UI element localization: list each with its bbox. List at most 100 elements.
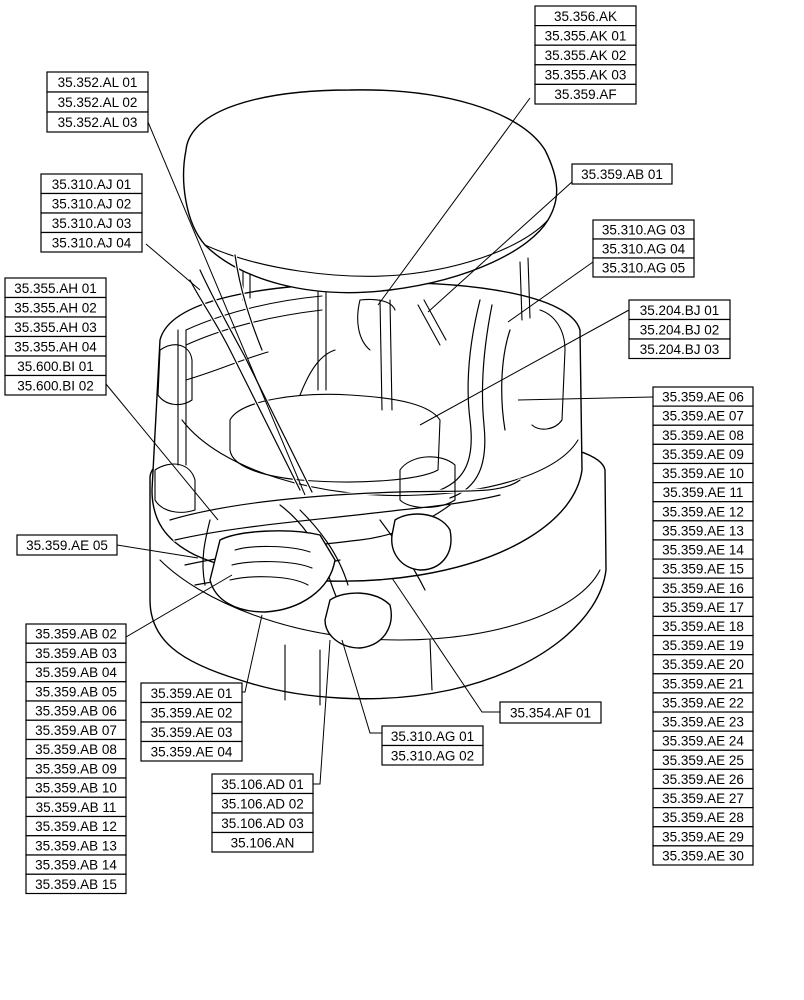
callout-cell[interactable]: 35.204.BJ 02 [628,318,731,340]
callout-cell[interactable]: 35.355.AK 02 [534,44,637,66]
callout-label: 35.359.AE 24 [662,734,744,749]
callout-label: 35.359.AE 26 [662,772,744,787]
callout-cell[interactable]: 35.359.AE 14 [652,539,754,560]
callout-cell-border [25,873,127,895]
callout-cell[interactable]: 35.106.AD 01 [211,773,314,795]
callout-label: 35.359.AE 17 [662,600,744,615]
callout-label: 35.359.AB 12 [35,819,117,834]
callout-cell[interactable]: 35.359.AB 05 [25,681,127,702]
callout-cell[interactable]: 35.359.AB 12 [25,815,127,837]
callout-cell[interactable]: 35.359.AB 13 [25,835,127,856]
callout-cell[interactable]: 35.359.AF [534,83,637,105]
callout-label: 35.359.AB 04 [35,665,117,680]
callout-label: 35.600.BI 02 [17,378,94,393]
callout-cell[interactable]: 35.359.AE 17 [652,596,754,618]
callout-cell-border [4,374,107,396]
callout-label: 35.359.AB 13 [35,838,117,853]
callout-cell-border [499,701,602,724]
callout-cell[interactable]: 35.359.AE 21 [652,673,754,694]
callout-cell[interactable]: 35.355.AH 04 [4,335,107,357]
callout-cell[interactable]: 35.355.AK 01 [534,25,637,46]
callout-cell[interactable]: 35.359.AE 08 [652,424,754,445]
callout-cell[interactable]: 35.359.AE 27 [652,787,754,809]
callout-cell[interactable]: 35.354.AF 01 [499,701,602,724]
callout-cell[interactable]: 35.356.AK [534,5,637,27]
callout-cell[interactable]: 35.359.AE 20 [652,654,754,675]
callout-cell[interactable]: 35.359.AE 28 [652,807,754,828]
callout-cell[interactable]: 35.359.AB 06 [25,700,127,721]
callout-cell[interactable]: 35.359.AE 23 [652,711,754,732]
callout-cell[interactable]: 35.106.AD 03 [211,812,314,834]
callout-cell[interactable]: 35.310.AG 02 [381,744,484,766]
callout-cell[interactable]: 35.359.AE 13 [652,520,754,541]
callout-label: 35.359.AE 21 [662,676,744,691]
callout-cell[interactable]: 35.355.AH 03 [4,316,107,338]
callout-cell[interactable]: 35.359.AE 09 [652,443,754,465]
callout-cell[interactable]: 35.310.AJ 01 [40,173,143,195]
callout-cell[interactable]: 35.359.AE 10 [652,462,754,484]
callout-cell[interactable]: 35.359.AB 14 [25,854,127,875]
callout-cell[interactable]: 35.106.AN [211,831,314,853]
callout-cell[interactable]: 35.359.AB 09 [25,758,127,779]
callout-cell[interactable]: 35.310.AJ 03 [40,212,143,234]
callout-label: 35.355.AK 01 [545,28,627,43]
callout-cell[interactable]: 35.600.BI 01 [4,355,107,377]
callout-cell[interactable]: 35.359.AE 26 [652,768,754,790]
callout-cell[interactable]: 35.359.AE 30 [652,845,754,866]
callout-cell[interactable]: 35.355.AH 01 [4,277,107,299]
callout-cell[interactable]: 35.359.AB 15 [25,873,127,895]
callout-cell[interactable]: 35.359.AE 29 [652,826,754,847]
callout-cell[interactable]: 35.359.AE 01 [140,682,243,704]
callout-cell[interactable]: 35.359.AE 04 [140,740,243,762]
motor [391,513,452,571]
callout-label: 35.359.AE 13 [662,523,744,538]
callout-cell[interactable]: 35.359.AE 16 [652,577,754,598]
callout-label: 35.359.AE 09 [662,447,744,462]
callout-cell[interactable]: 35.352.AL 01 [46,71,149,93]
callout-cell[interactable]: 35.600.BI 02 [4,374,107,396]
callout-label: 35.359.AB 01 [581,167,663,182]
callout-cell[interactable]: 35.359.AE 05 [16,534,118,556]
callout-cell[interactable]: 35.359.AB 11 [25,796,127,818]
callout-label: 35.359.AB 05 [35,684,117,699]
callout-label: 35.359.AE 15 [662,562,744,577]
callout-cell[interactable]: 35.359.AE 18 [652,615,754,637]
callout-label: 35.355.AH 02 [14,300,97,315]
callout-cell[interactable]: 35.359.AE 07 [652,405,754,426]
callout-label: 35.310.AJ 04 [52,235,132,250]
callout-cell[interactable]: 35.359.AE 22 [652,692,754,713]
callout-cell[interactable]: 35.359.AE 03 [140,721,243,743]
callout-label: 35.359.AE 19 [662,638,744,653]
callout-cell[interactable]: 35.359.AB 03 [25,642,127,664]
callout-cell[interactable]: 35.310.AG 03 [592,219,695,240]
callout-cell[interactable]: 35.359.AB 07 [25,719,127,741]
callout-cell[interactable]: 35.310.AG 05 [592,257,695,278]
callout-cell[interactable]: 35.359.AE 15 [652,558,754,579]
callout-cell[interactable]: 35.359.AB 04 [25,661,127,683]
callout-cell[interactable]: 35.352.AL 03 [46,111,149,133]
callout-cell[interactable]: 35.359.AE 11 [652,482,754,503]
callout-cell[interactable]: 35.310.AG 04 [592,238,695,259]
callout-cell[interactable]: 35.359.AB 10 [25,777,127,798]
callout-label: 35.359.AE 20 [662,657,744,672]
callout-cell[interactable]: 35.359.AE 12 [652,501,754,522]
callout-cell[interactable]: 35.204.BJ 03 [628,338,731,360]
callout-cell[interactable]: 35.359.AE 02 [140,701,243,723]
callout-cell[interactable]: 35.352.AL 02 [46,91,149,113]
callout-cell[interactable]: 35.310.AJ 02 [40,192,143,214]
callout-cell[interactable]: 35.310.AG 01 [381,725,484,747]
callout-cell[interactable]: 35.359.AE 25 [652,749,754,771]
callout-cell[interactable]: 35.359.AB 08 [25,738,127,760]
callout-cell[interactable]: 35.359.AB 02 [25,623,127,644]
callout-cell[interactable]: 35.355.AH 02 [4,296,107,318]
callout-cell[interactable]: 35.310.AJ 04 [40,231,143,253]
callout-cell[interactable]: 35.359.AE 19 [652,634,754,656]
callout-cell[interactable]: 35.359.AB 01 [571,163,673,185]
callout-cell[interactable]: 35.359.AE 06 [652,386,754,407]
valve-block [209,530,336,613]
callout-cell[interactable]: 35.355.AK 03 [534,64,637,86]
callout-cell[interactable]: 35.106.AD 02 [211,792,314,814]
callout-cell[interactable]: 35.359.AE 24 [652,730,754,751]
callout-cell[interactable]: 35.204.BJ 01 [628,299,731,321]
